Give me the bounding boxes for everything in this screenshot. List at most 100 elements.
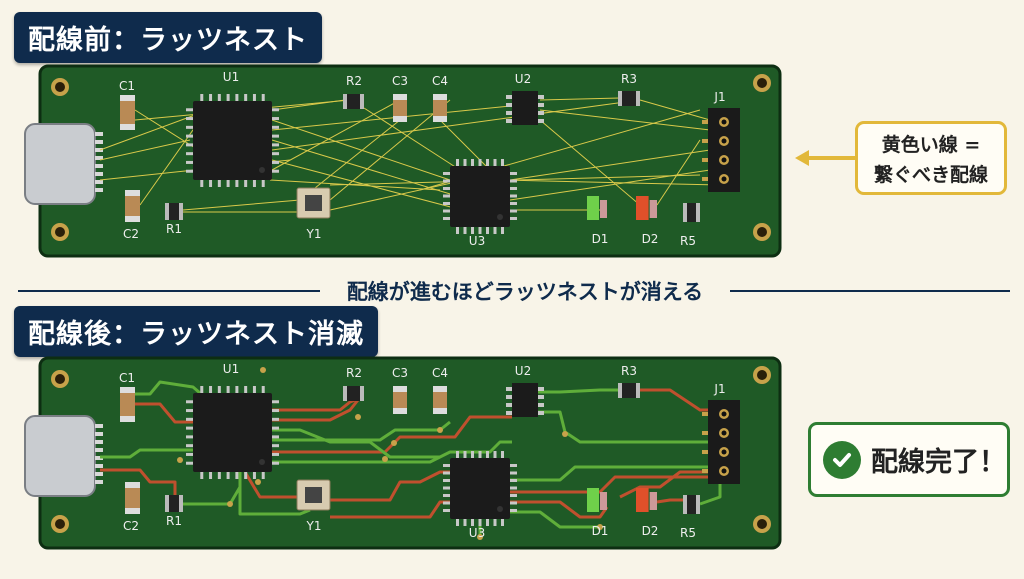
cap-terminal (120, 387, 135, 393)
cap-terminal (125, 190, 140, 196)
ic-pin (501, 227, 504, 234)
cap-terminal (120, 95, 135, 101)
usb-pin (95, 456, 103, 460)
ic-pin (506, 119, 512, 123)
component-c1-label: C1 (119, 79, 135, 93)
ic-pin (186, 444, 193, 448)
component-d1 (587, 196, 599, 220)
trace-bottom-layer (510, 465, 708, 482)
ic-pin (272, 452, 279, 456)
ic-pin (186, 125, 193, 129)
conn-hole (721, 138, 727, 144)
usb-pin (95, 440, 103, 444)
xtal-window (305, 487, 322, 503)
ic-pin (478, 451, 482, 458)
component-c4-label: C4 (432, 74, 448, 88)
pcb-substrate (38, 64, 782, 258)
ic-pin (510, 471, 517, 475)
res-terminal (360, 386, 364, 401)
component-c3 (393, 94, 407, 122)
trace-bottom-layer (272, 420, 451, 442)
trace-bottom-layer (238, 472, 311, 516)
ic-pin (272, 108, 279, 112)
trace-bottom-layer (272, 440, 512, 464)
ic-pin (235, 180, 239, 187)
trace-top-layer (510, 500, 609, 519)
ratsnest-line (639, 99, 711, 121)
trace-top-layer (135, 402, 193, 424)
ratsnest-line (539, 97, 621, 101)
component-d2-label: D2 (642, 232, 659, 246)
ic-pin (443, 479, 450, 482)
component-d1 (587, 488, 599, 512)
component-r1 (165, 203, 183, 220)
usb-pin (95, 480, 103, 484)
ic-pin (186, 169, 193, 173)
trace-bottom-layer (699, 482, 722, 506)
ic-pin (217, 180, 221, 187)
ic-pin (463, 159, 467, 166)
ic-pin (510, 501, 517, 505)
component-u3-label: U3 (469, 526, 485, 540)
trace-top-layer (330, 470, 450, 502)
ic-pin (471, 159, 474, 166)
ic-pin (186, 426, 193, 430)
ic-pin (538, 95, 544, 99)
ic-pin (200, 386, 204, 393)
cap-terminal (125, 482, 140, 488)
usb-pin (95, 472, 103, 476)
ic-pin (510, 209, 517, 213)
component-c1 (120, 387, 135, 422)
component-u1-label: U1 (223, 70, 239, 84)
ic-pin (186, 117, 193, 121)
ic-pin (501, 519, 504, 526)
component-u3 (450, 458, 510, 519)
ic-pin (209, 386, 213, 393)
ic-pin (186, 461, 193, 465)
ic-pin (501, 451, 504, 458)
ratsnest-line (269, 179, 441, 191)
component-r3 (618, 383, 640, 398)
component-r5 (683, 203, 700, 222)
ic-pin (443, 194, 450, 198)
ratsnest-line (299, 119, 401, 201)
component-u2 (512, 91, 538, 125)
component-y1-label: Y1 (306, 227, 322, 241)
ic-pin (272, 461, 279, 465)
component-d2 (636, 488, 649, 512)
ic-pin (261, 472, 265, 479)
component-c3-label: C3 (392, 366, 408, 380)
component-y1-label: Y1 (306, 519, 322, 533)
ic-pin (443, 202, 450, 205)
cap-terminal (433, 94, 447, 100)
ic-pin (478, 227, 482, 234)
ic-pin (209, 94, 213, 101)
ic-pin (510, 486, 517, 490)
ic-pin (443, 209, 450, 213)
res-terminal (618, 91, 622, 106)
ic-pin (244, 180, 248, 187)
ic-pin (252, 472, 256, 479)
pin1-mark (497, 506, 503, 512)
component-r2 (343, 386, 364, 401)
ic-pin (443, 217, 450, 220)
ic-pin (506, 387, 512, 391)
ic-pin (538, 111, 544, 115)
ic-pin (443, 471, 450, 475)
mounting-hole-center (757, 78, 767, 88)
conn-pad (702, 450, 708, 454)
before-title: 配線前：ラッツネスト (14, 12, 322, 63)
res-terminal (179, 495, 183, 512)
ic-pin (186, 400, 193, 404)
component-r2-label: R2 (346, 366, 362, 380)
callout-line2: 繋ぐべき配線 (873, 164, 988, 186)
ic-pin (244, 94, 248, 101)
ic-pin (471, 227, 474, 234)
led-resistor (649, 492, 657, 510)
ic-pin (226, 472, 230, 479)
ratsnest-line (139, 119, 201, 206)
led-resistor (600, 492, 607, 510)
component-u1 (193, 101, 272, 180)
ic-pin (235, 94, 239, 101)
